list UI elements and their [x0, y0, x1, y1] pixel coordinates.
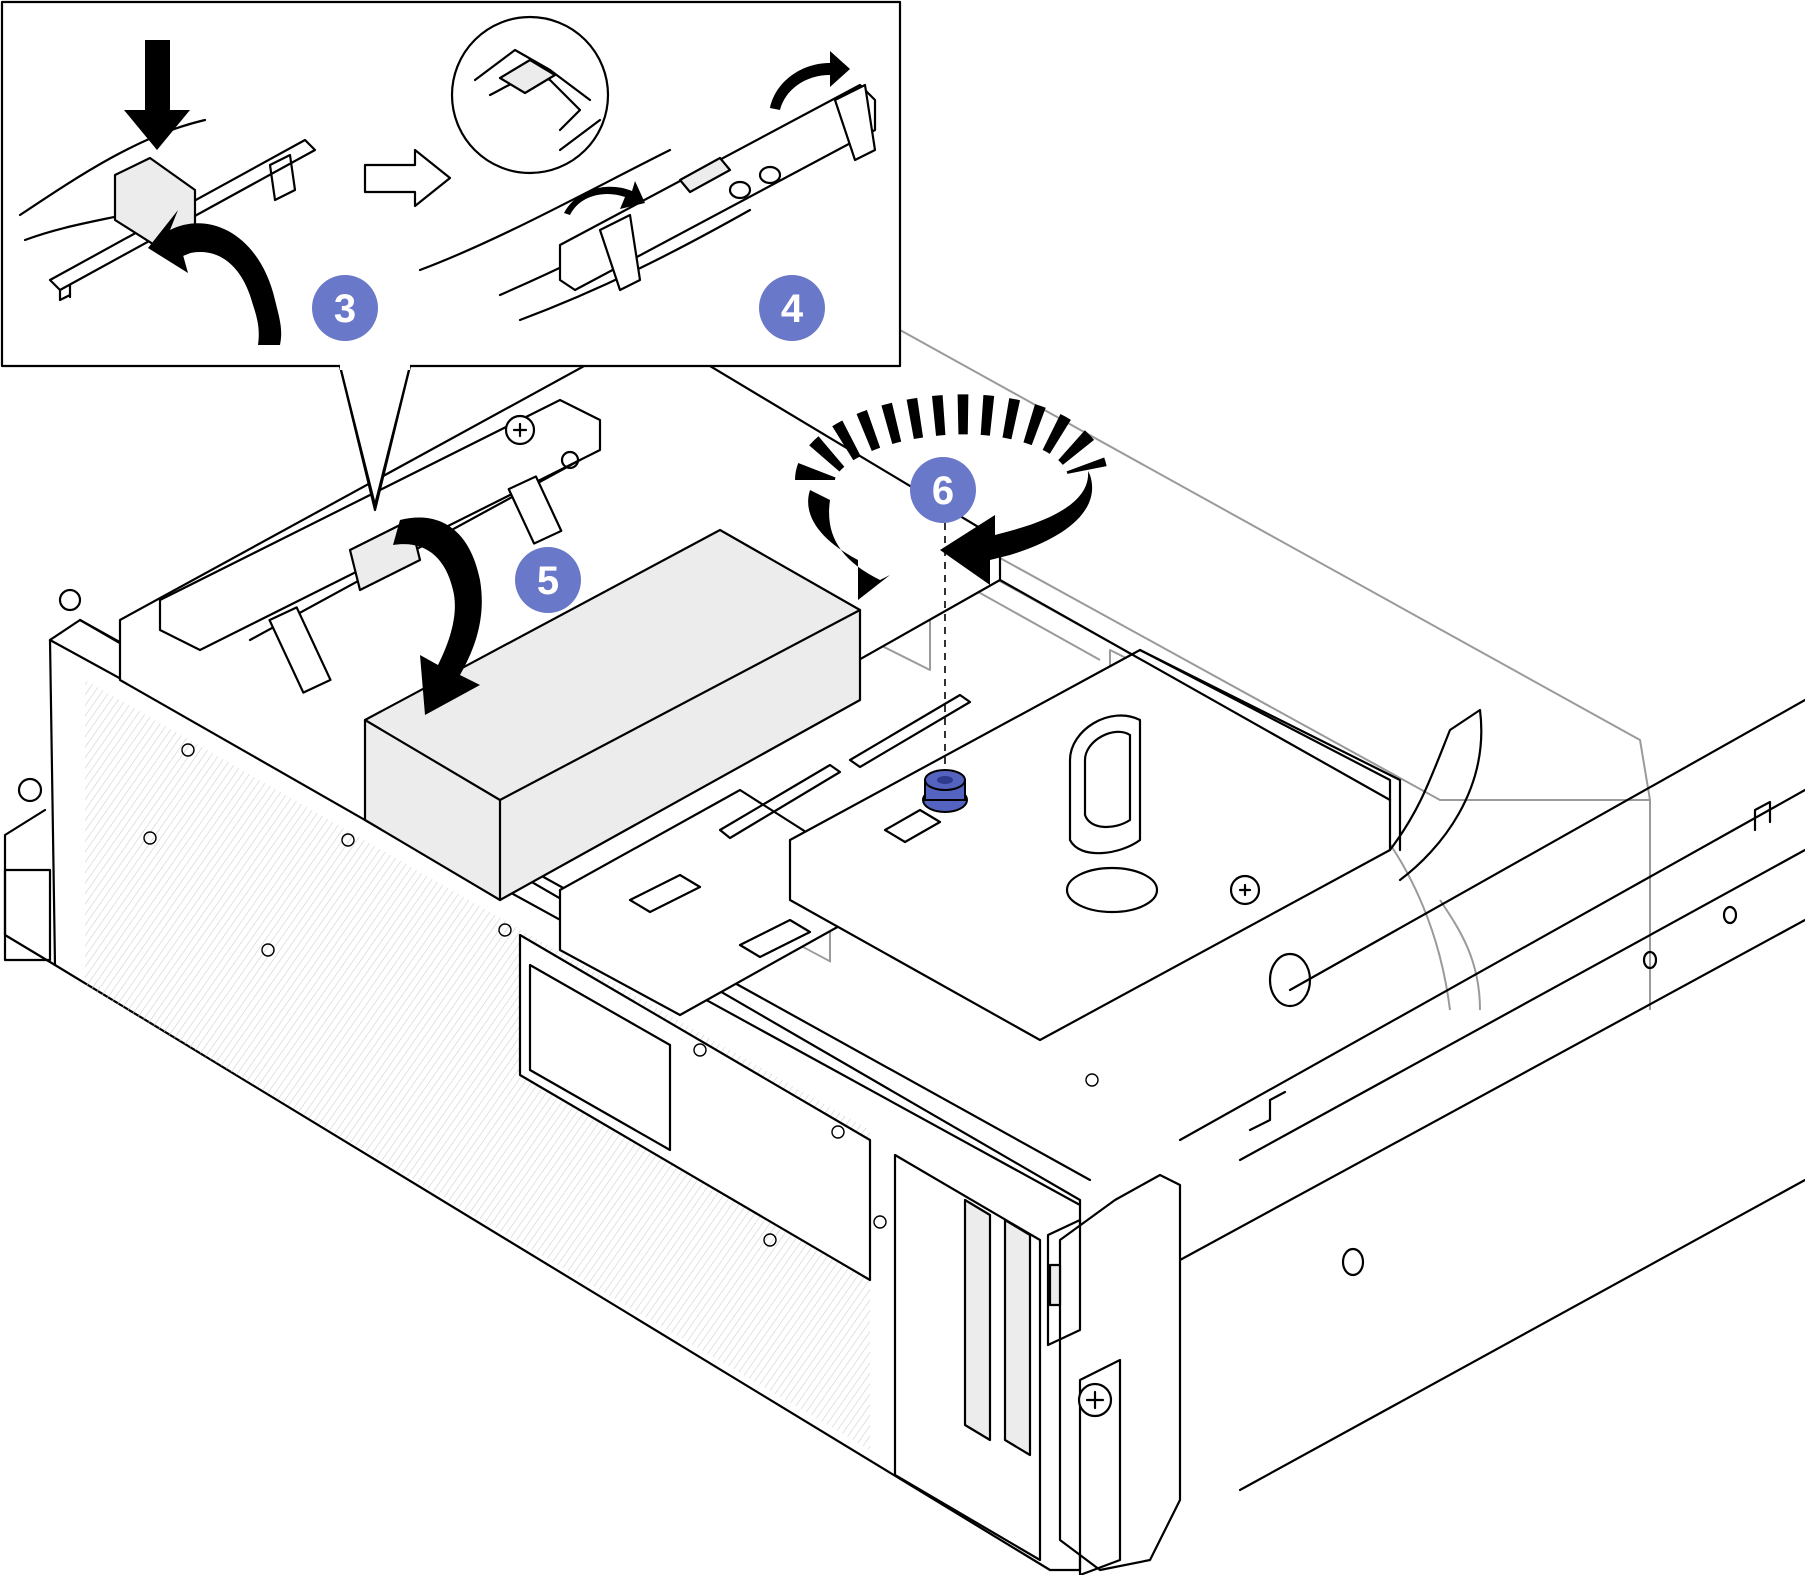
step-badge-4: 4: [759, 275, 825, 341]
front-bezel: [3, 588, 1099, 1572]
rotate-curved-arrow-icon-3: [148, 210, 282, 345]
clockwise-rotation-arrow-icon: [795, 394, 1107, 600]
detail-step-4-drawing: [418, 51, 877, 322]
thumbscrew-icon: [922, 769, 968, 813]
magnifier-callout-icon: [450, 15, 610, 175]
step-badge-3: 3: [312, 275, 378, 341]
step-badge-5: 5: [515, 547, 581, 613]
right-rack-handle: [1046, 1173, 1182, 1575]
step-label-4: 4: [781, 287, 804, 331]
push-down-arrow-icon: [124, 40, 190, 150]
step-label-6: 6: [932, 469, 954, 513]
right-side-rail: [1178, 698, 1805, 1492]
step-label-5: 5: [537, 559, 559, 603]
detail-callout: 3 4: [0, 0, 902, 512]
step-label-3: 3: [334, 287, 356, 331]
step-badge-6: 6: [910, 457, 976, 523]
next-step-outline-arrow-icon: [363, 148, 452, 208]
rotate-curved-arrow-icon: [393, 517, 482, 715]
